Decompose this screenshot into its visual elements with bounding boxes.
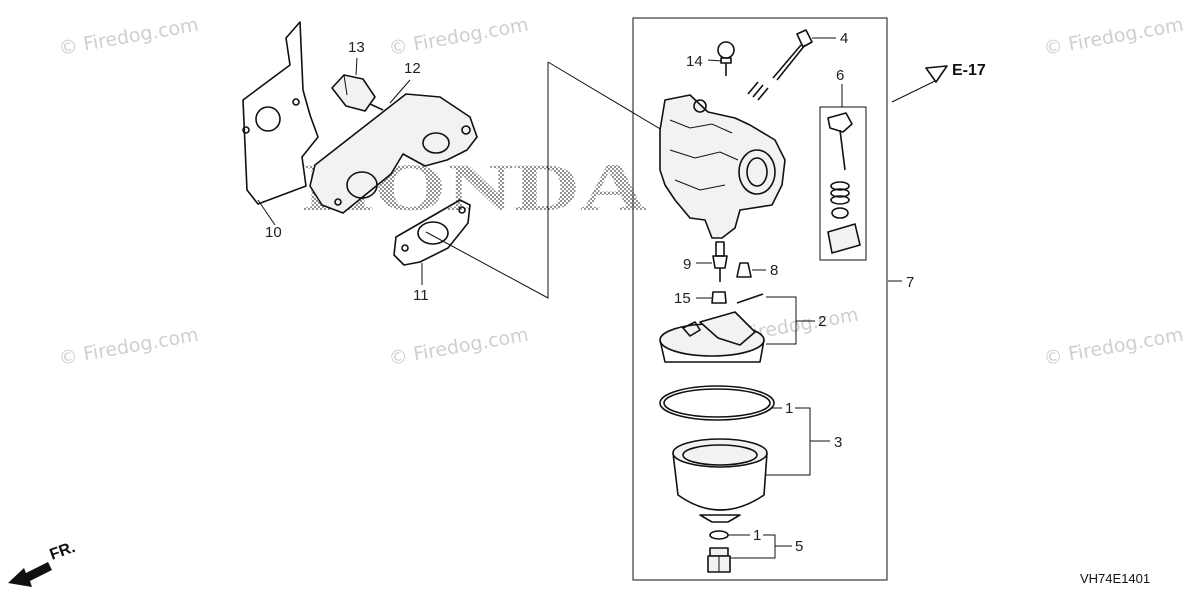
pilot-screw-icon [747,29,813,101]
callouts: 10 11 12 13 14 4 6 9 8 15 2 7 1 3 1 5 [265,30,914,555]
nozzle-icon [712,241,728,282]
float-icon [659,311,765,363]
callout-9: 9 [683,256,691,273]
callout-5: 5 [795,538,803,555]
carburetor-body-icon [659,94,786,239]
valve-set-icon [819,106,867,261]
callout-10: 10 [265,224,282,241]
callout-2: 2 [818,313,826,330]
explosion-line [425,62,549,299]
front-arrow-icon: FR. [8,539,78,587]
watermark: © Firedog.com [1042,14,1185,60]
reference-label: E-17 [952,62,986,79]
explosion-line [547,61,663,131]
watermark: © Firedog.com [57,14,200,60]
callout-14: 14 [686,53,703,70]
callout-15: 15 [674,290,691,307]
callout-12: 12 [404,60,421,77]
float-chamber-icon [672,438,768,523]
insulator-gasket-icon [393,199,471,266]
main-jet-icon [736,262,752,278]
front-label: FR. [48,539,78,564]
solenoid-valve-icon [331,74,384,112]
slow-jet-icon [711,291,727,304]
watermark: © Firedog.com [57,324,200,370]
assembly-frame [632,17,888,581]
callout-3: 3 [834,434,842,451]
callout-7: 7 [906,274,914,291]
drain-bolt-icon [707,530,731,573]
callout-1: 1 [753,527,761,544]
callout-13: 13 [348,39,365,56]
o-ring-icon [659,385,775,421]
watermark: © Firedog.com [387,14,530,60]
watermark: © Firedog.com [1042,324,1185,370]
callout-8: 8 [770,262,778,279]
screw-icon [717,41,735,76]
gasket-icon [242,21,319,205]
watermark: © Firedog.com [387,324,530,370]
callout-6: 6 [836,67,844,84]
drawing-code: VH74E1401 [1080,571,1150,586]
insulator-icon [309,93,478,214]
callout-1: 1 [785,400,793,417]
float-pin-icon [736,293,764,304]
callout-11: 11 [413,287,429,304]
leader-lines [257,37,948,559]
callout-4: 4 [840,30,848,47]
